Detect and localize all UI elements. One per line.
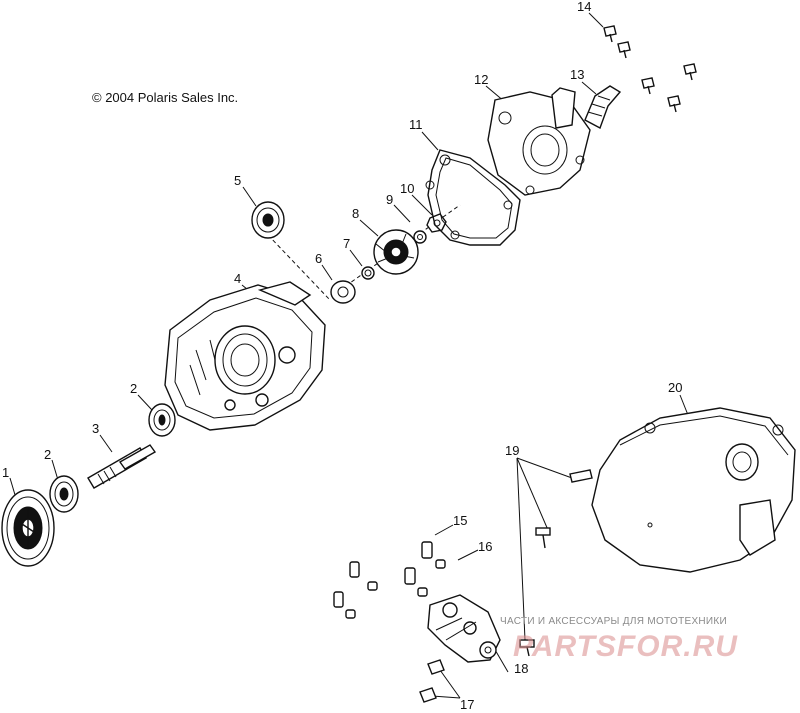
part-17-bolts (419, 659, 445, 703)
watermark-tagline: ЧАСТИ И АКСЕССУАРЫ ДЛЯ МОТОТЕХНИКИ (500, 616, 728, 627)
callout-15: 15 (453, 513, 468, 528)
callout-17: 17 (460, 697, 475, 712)
part-1-gear (1, 489, 55, 567)
callout-3: 3 (92, 421, 100, 436)
callout-13: 13 (570, 67, 585, 82)
callout-9: 9 (386, 192, 394, 207)
callout-2a: 2 (44, 447, 52, 462)
callout-1: 1 (2, 465, 10, 480)
part-9-washer (413, 230, 427, 244)
part-2-bearing-lower (49, 475, 79, 513)
callout-8: 8 (352, 206, 360, 221)
part-14-bolts (603, 25, 697, 113)
part-20-housing-cover (591, 407, 796, 573)
callout-10: 10 (400, 181, 415, 196)
part-16-caps (345, 559, 446, 619)
watermark-logo: PARTSFOR.RU (513, 630, 738, 663)
callout-11: 11 (409, 117, 423, 132)
callout-12: 12 (474, 72, 489, 87)
callout-4: 4 (234, 271, 242, 286)
callout-20: 20 (668, 380, 683, 395)
copyright-notice: © 2004 Polaris Sales Inc. (92, 90, 239, 105)
part-3-shaft (87, 444, 157, 489)
callout-2b: 2 (130, 381, 138, 396)
part-5-seal (251, 201, 285, 239)
leader-lines (9, 12, 691, 699)
callout-7: 7 (343, 236, 351, 251)
part-11-gasket (425, 149, 521, 246)
callout-18: 18 (514, 661, 529, 676)
part-4-pump-housing (164, 281, 326, 431)
part-7-washer (361, 266, 375, 280)
callout-6: 6 (315, 251, 323, 266)
part-2-bearing-upper (148, 403, 176, 437)
part-6-bushing (330, 280, 356, 304)
callout-14: 14 (577, 0, 592, 14)
part-18-valve-body (427, 594, 501, 663)
callout-5: 5 (234, 173, 242, 188)
callout-19: 19 (505, 443, 520, 458)
part-19-bolts (519, 469, 593, 657)
callout-16: 16 (478, 539, 493, 554)
part-15-plugs (333, 541, 433, 608)
part-8-impeller (373, 229, 419, 275)
part-13-elbow-fitting (584, 85, 622, 129)
part-12-pump-cover (487, 87, 591, 196)
